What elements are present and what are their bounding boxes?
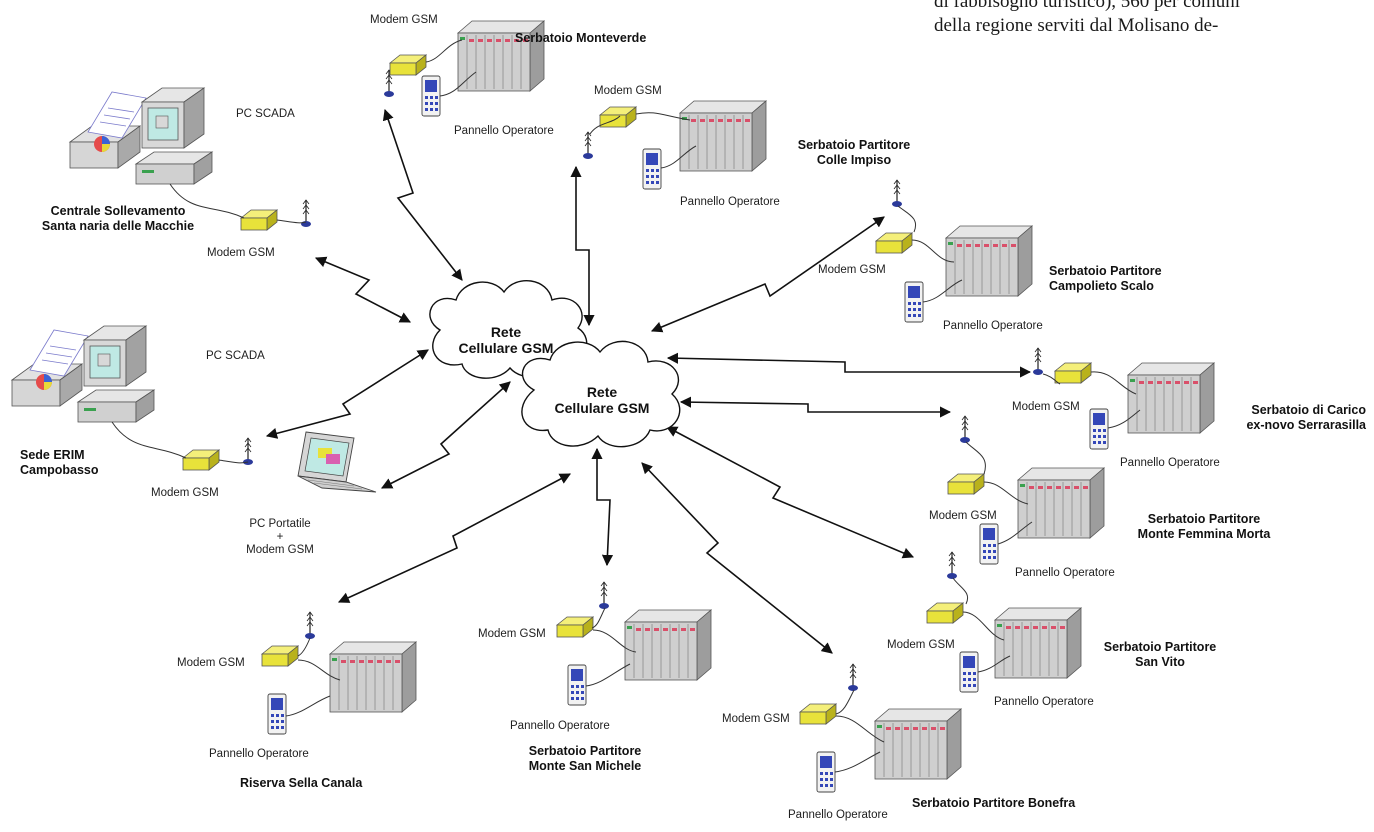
panel-label-sella-canala: Pannello Operatore (209, 748, 309, 760)
pc-scada-label-2: PC SCADA (206, 350, 265, 362)
panel-label-colle-impiso: Pannello Operatore (680, 196, 780, 208)
station-1-title-line-2: Santa naria delle Macchie (41, 219, 195, 233)
link-monte-san-michele (591, 447, 614, 567)
title-campolieto-line-1: Serbatoio Partitore (1049, 264, 1162, 278)
link-bonefra (641, 462, 833, 654)
title-serrarasilla: Serbatoio di Carico ex-novo Serrarasilla (1214, 403, 1366, 433)
site-colle-impiso (582, 100, 767, 190)
modem-label-bonefra: Modem GSM (722, 713, 790, 725)
link-serrarasilla (666, 352, 1032, 378)
cloud-2-label: Rete Cellulare GSM (540, 384, 664, 416)
modem-label-campolieto: Modem GSM (818, 264, 886, 276)
site-femmina-morta (947, 415, 1105, 565)
link-femmina-morta (679, 396, 952, 418)
panel-label-monte-san-michele: Pannello Operatore (510, 720, 610, 732)
laptop-device (297, 431, 377, 493)
cloud-1-line-1: Rete (490, 324, 522, 340)
gsm-cloud-1 (429, 279, 588, 379)
station-campobasso (11, 325, 254, 471)
title-san-vito-line-2: San Vito (1135, 655, 1185, 669)
title-san-vito: Serbatoio Partitore San Vito (1080, 640, 1240, 670)
link-laptop (381, 381, 511, 489)
panel-label-bonefra: Pannello Operatore (788, 809, 888, 821)
modem-label-station-2: Modem GSM (151, 487, 219, 499)
site-bonefra (799, 663, 962, 793)
panel-label-femmina-morta: Pannello Operatore (1015, 567, 1115, 579)
panel-label-monteverde: Pannello Operatore (454, 125, 554, 137)
link-santa-maria (314, 256, 411, 323)
title-san-vito-line-1: Serbatoio Partitore (1103, 640, 1217, 654)
cloud-1-label: Rete Cellulare GSM (446, 324, 566, 356)
laptop-label-line-1: PC Portatile (249, 518, 311, 530)
gsm-cloud-2 (521, 340, 681, 448)
station-2-title-line-2: Campobasso (20, 463, 99, 477)
link-campolieto (650, 216, 885, 333)
title-sella-canala: Riserva Sella Canala (240, 776, 363, 790)
site-campolieto (875, 179, 1033, 323)
link-monteverde (382, 108, 463, 281)
link-campobasso (265, 349, 429, 439)
station-1-title-line-1: Centrale Sollevamento (50, 204, 186, 218)
station-1-title: Centrale Sollevamento Santa naria delle … (8, 204, 228, 234)
modem-label-colle-impiso: Modem GSM (594, 85, 662, 97)
modem-label-station-1: Modem GSM (207, 247, 275, 259)
station-2-title-line-1: Sede ERIM (20, 448, 85, 462)
gsm-links (265, 108, 1032, 654)
title-serrarasilla-line-1: Serbatoio di Carico (1251, 403, 1366, 417)
station-santa-maria (69, 87, 312, 231)
title-femmina-morta-line-1: Serbatoio Partitore (1147, 512, 1261, 526)
modem-label-monteverde: Modem GSM (370, 14, 438, 26)
station-2-title: Sede ERIM Campobasso (20, 448, 99, 478)
panel-label-serrarasilla: Pannello Operatore (1120, 457, 1220, 469)
title-colle-impiso-line-1: Serbatoio Partitore (797, 138, 911, 152)
modem-label-san-vito: Modem GSM (887, 639, 955, 651)
site-serrarasilla (1032, 347, 1215, 450)
title-campolieto-line-2: Campolieto Scalo (1049, 279, 1154, 293)
cloud-2-line-1: Rete (586, 384, 618, 400)
link-san-vito (666, 426, 915, 559)
text-snippet-line-2: della regione serviti dal Molisano de- (934, 15, 1219, 36)
laptop-label: PC Portatile + Modem GSM (246, 518, 314, 557)
link-sella-canala (337, 473, 571, 603)
pc-scada-label-1: PC SCADA (236, 108, 295, 120)
title-femmina-morta-line-2: Monte Femmina Morta (1137, 527, 1271, 541)
title-campolieto: Serbatoio Partitore Campolieto Scalo (1049, 264, 1162, 294)
title-serrarasilla-line-2: ex-novo Serrarasilla (1246, 418, 1366, 432)
title-monteverde: Serbatoio Monteverde (515, 31, 647, 45)
site-san-vito (926, 551, 1082, 693)
laptop-label-line-2: + (276, 531, 284, 543)
link-colle-impiso (570, 165, 595, 327)
modem-label-femmina-morta: Modem GSM (929, 510, 997, 522)
title-monte-san-michele-line-1: Serbatoio Partitore (528, 744, 642, 758)
site-monteverde (383, 20, 545, 117)
modem-label-sella-canala: Modem GSM (177, 657, 245, 669)
modem-label-monte-san-michele: Modem GSM (478, 628, 546, 640)
modem-label-serrarasilla: Modem GSM (1012, 401, 1080, 413)
text-snippet-line-1: di fabbisogno turistico), 560 per comuni (934, 0, 1241, 12)
cloud-1-line-2: Cellulare GSM (458, 340, 554, 356)
title-colle-impiso: Serbatoio Partitore Colle Impiso (774, 138, 934, 168)
cloud-2-line-2: Cellulare GSM (554, 400, 650, 416)
title-colle-impiso-line-2: Colle Impiso (816, 153, 892, 167)
site-monte-san-michele (556, 581, 712, 706)
panel-label-san-vito: Pannello Operatore (994, 696, 1094, 708)
title-femmina-morta: Serbatoio Partitore Monte Femmina Morta (1114, 512, 1294, 542)
title-monte-san-michele: Serbatoio Partitore Monte San Michele (510, 744, 660, 774)
site-sella-canala (261, 611, 417, 735)
laptop-label-line-3: Modem GSM (246, 544, 314, 556)
panel-label-campolieto: Pannello Operatore (943, 320, 1043, 332)
title-bonefra: Serbatoio Partitore Bonefra (912, 796, 1076, 810)
title-monte-san-michele-line-2: Monte San Michele (528, 759, 642, 773)
